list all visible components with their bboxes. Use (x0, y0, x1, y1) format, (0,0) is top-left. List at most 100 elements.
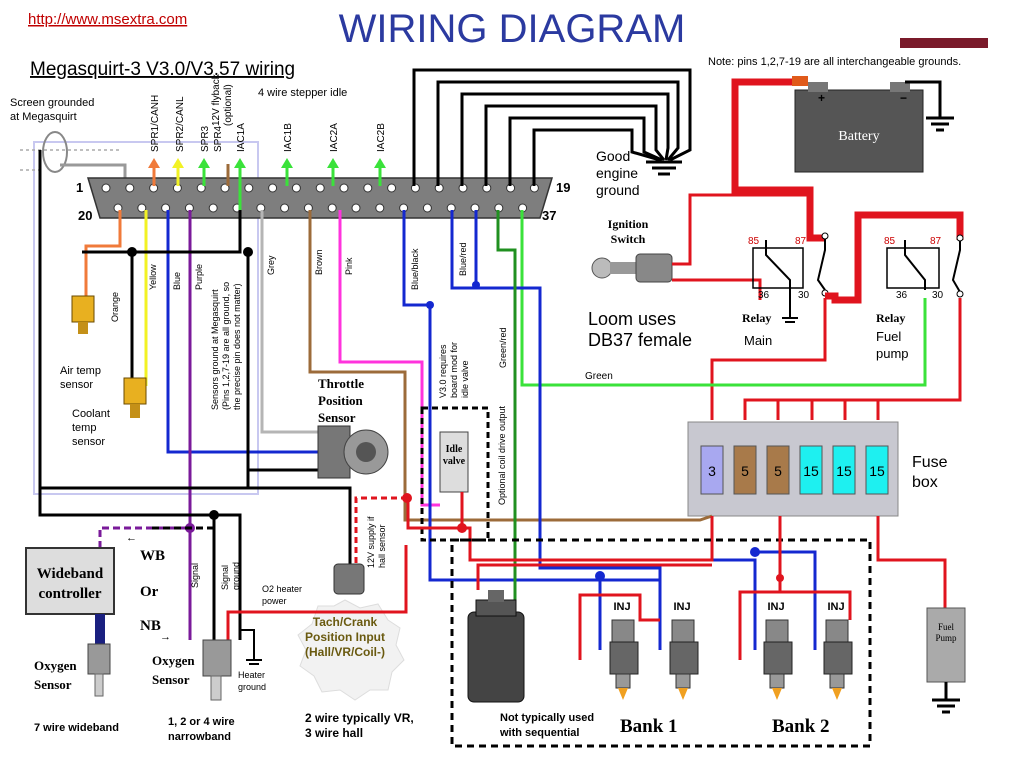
svg-text:−: − (900, 91, 907, 105)
connector-pin (351, 203, 361, 213)
stepper-label: 4 wire stepper idle (258, 87, 347, 99)
fuse-rating: 15 (869, 463, 885, 479)
tach-sensor (333, 563, 365, 595)
fuse-box-label-1: Fuse (912, 454, 948, 471)
pin-label-20: 20 (78, 208, 92, 223)
spr1-label: SPR1/CANH (150, 95, 161, 152)
spray-icon (678, 688, 688, 700)
main-relay-pin-30: 30 (798, 290, 810, 301)
injector-label: INJ (767, 601, 784, 613)
ignition-coil (467, 611, 525, 703)
wire-label-pink: Pink (344, 257, 354, 275)
idle-valve (439, 431, 469, 493)
main-relay-label-1: Relay (742, 311, 771, 325)
fuel-relay-pin-30: 30 (932, 290, 944, 301)
tach-label-2: Position Input (305, 630, 385, 644)
fuse-rating: 5 (774, 463, 782, 479)
wire-label-yellow: Yellow (148, 264, 158, 290)
fuel-relay-label-2: Fuel (876, 329, 901, 344)
connector-pin (422, 203, 432, 213)
svg-text:→: → (160, 631, 171, 643)
fuel-relay-pin-87: 87 (930, 236, 942, 247)
svg-text:←: ← (126, 532, 137, 544)
wb-o2-label-2: Sensor (34, 677, 72, 692)
tps-label-3: Sensor (318, 410, 356, 425)
connector-pin (101, 183, 111, 193)
wire-label-green-red: Green/red (498, 327, 508, 368)
loom-label-2: DB37 female (588, 330, 692, 350)
wire-label-purple: Purple (194, 264, 204, 290)
spray-icon (832, 688, 842, 700)
o2-heater-label-1: O2 heater (262, 584, 302, 594)
fuse (832, 445, 856, 495)
ignition-label-2: Switch (611, 232, 646, 246)
green-wire-label: Green (585, 371, 613, 382)
url-link[interactable]: http://www.msextra.com (28, 11, 187, 28)
screen-label-1: Screen grounded (10, 97, 94, 109)
fuel-relay-label-1: Relay (876, 311, 905, 325)
fuse-rating: 5 (741, 463, 749, 479)
injector-body (609, 641, 639, 675)
o2-heater-label-2: power (262, 596, 287, 606)
subtitle: Megasquirt-3 V3.0/V3.57 wiring (30, 59, 295, 80)
main-relay-label-2: Main (744, 333, 772, 348)
wb-o2-label-1: Oxygen (34, 658, 77, 673)
injector-cap (825, 619, 849, 643)
signal-label: Signal (190, 563, 200, 588)
connector-pin (280, 203, 290, 213)
supply-12v-2: hall sensor (377, 524, 387, 568)
connector-pin (291, 183, 301, 193)
narrowband-oxygen-sensor (202, 639, 232, 677)
coolant-temp-sensor (123, 377, 147, 405)
good-ground-label-2: engine (596, 165, 638, 181)
air-temp-label-1: Air temp (60, 365, 101, 377)
good-ground-label-3: ground (596, 182, 640, 198)
connector-pin (125, 183, 135, 193)
tach-label-1: Tach/Crank (313, 615, 378, 629)
wb-label: WB (140, 548, 165, 564)
signal-ground-label-2: ground (231, 562, 241, 590)
fuel-pump-label-1: Fuel (938, 622, 955, 632)
loom-label-1: Loom uses (588, 309, 676, 329)
spr2-label: SPR2/CANL (175, 96, 186, 152)
fuse-rating: 15 (836, 463, 852, 479)
good-ground-label-1: Good (596, 148, 630, 164)
injector-body (763, 641, 793, 675)
injector-nozzle (829, 673, 845, 689)
tach-gear-icon (297, 599, 405, 701)
injector-label: INJ (827, 601, 844, 613)
injector-label: INJ (613, 601, 630, 613)
tps-label-2: Position (318, 393, 364, 408)
fuse (865, 445, 889, 495)
fuse-rating: 3 (708, 463, 716, 479)
nb-label: NB (140, 618, 161, 634)
heater-ground-label-1: Heater (238, 670, 265, 680)
idle-valve-label-1: Idle (446, 444, 463, 455)
pin-label-19: 19 (556, 180, 570, 195)
screen-outline (33, 141, 259, 495)
fuel-pump (926, 607, 966, 683)
fuel-relay-pin-36: 36 (896, 290, 908, 301)
narrowband-note-1: 1, 2 or 4 wire (168, 716, 235, 728)
wire-label-blue: Blue (172, 272, 182, 290)
injector-cap (611, 619, 635, 643)
logo-fragment (900, 38, 988, 48)
coil-note-2: with sequential (499, 727, 579, 739)
coolant-label-1: Coolant (72, 408, 110, 420)
fuel-relay-label-3: pump (876, 346, 909, 361)
fuse (766, 445, 790, 495)
connector-pin (268, 183, 278, 193)
fuse (700, 445, 724, 495)
fuse (733, 445, 757, 495)
wire-label-grey: Grey (266, 255, 276, 275)
injector-nozzle (615, 673, 631, 689)
battery (794, 89, 924, 173)
v30-note-2: board mod for (449, 342, 459, 398)
air-temp-label-2: sensor (60, 379, 93, 391)
ground-note: Note: pins 1,2,7-19 are all interchangea… (708, 56, 961, 68)
iac2a-label: IAC2A (329, 123, 340, 152)
optional-coil-label: Optional coil drive output (497, 405, 507, 505)
iac1b-label: IAC1B (283, 123, 294, 152)
wire-label-orange: Orange (110, 292, 120, 322)
coolant-label-2: temp (72, 422, 96, 434)
